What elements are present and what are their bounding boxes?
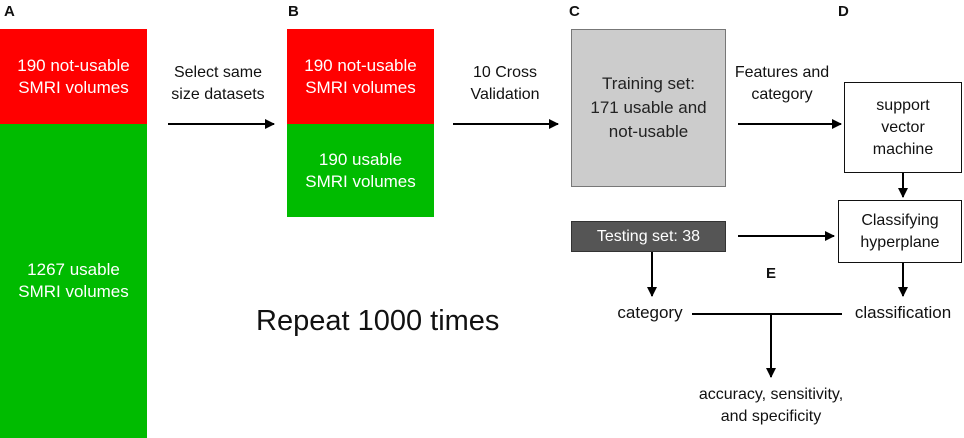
panel-letter-c: C — [569, 3, 580, 20]
cross-validation-label: 10 Cross Validation — [470, 64, 540, 103]
b-not-usable-block: 190 not-usable SMRI volumes — [287, 29, 434, 124]
panel-letter-a: A — [4, 3, 15, 20]
b-usable-block: 190 usable SMRI volumes — [287, 124, 434, 217]
a-not-usable-block: 190 not-usable SMRI volumes — [0, 29, 147, 124]
panel-letter-d: D — [838, 3, 849, 20]
hyperplane-box: Classifying hyperplane — [838, 200, 962, 263]
b-usable-label: 190 usable SMRI volumes — [305, 149, 416, 191]
svm-label: support vector machine — [872, 96, 934, 158]
testing-set-label: Testing set: 38 — [596, 227, 701, 245]
repeat-label: Repeat 1000 times — [256, 305, 500, 337]
select-datasets-label: Select same size datasets — [171, 64, 265, 103]
metrics-output: accuracy, sensitivity, and specificity — [698, 386, 844, 425]
a-usable-label: 1267 usable SMRI volumes — [18, 260, 129, 301]
testing-set-box: Testing set: 38 — [571, 221, 726, 252]
training-set-box: Training set: 171 usable and not-usable — [571, 29, 726, 187]
panel-letter-e: E — [766, 265, 777, 282]
classification-output: classification — [854, 303, 952, 322]
category-output: category — [617, 303, 683, 322]
panel-letter-b: B — [288, 3, 299, 20]
b-not-usable-label: 190 not-usable SMRI volumes — [304, 55, 417, 97]
hyperplane-label: Classifying hyperplane — [860, 211, 940, 251]
training-set-label: Training set: 171 usable and not-usable — [590, 74, 707, 141]
svm-box: support vector machine — [844, 82, 962, 173]
a-not-usable-label: 190 not-usable SMRI volumes — [17, 55, 130, 97]
a-usable-block: 1267 usable SMRI volumes — [0, 124, 147, 438]
features-category-label: Features and category — [734, 64, 830, 103]
